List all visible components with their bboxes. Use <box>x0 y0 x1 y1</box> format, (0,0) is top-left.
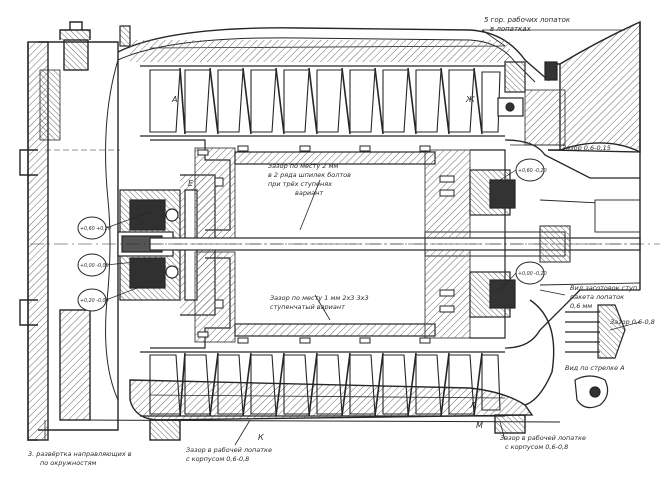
main-shaft <box>30 225 660 263</box>
callout-bottom-left: 3. развёртка направляющих в по окружност… <box>28 450 132 467</box>
callout-right-flange: Зазор 0,6-0,15 <box>562 144 611 152</box>
view-a-detail <box>565 304 641 409</box>
leader-lines <box>44 29 625 446</box>
callout-view-a: Вид по стрелке А <box>565 364 625 372</box>
callout-center-top-line4: вариант <box>295 189 323 197</box>
callout-bottom-center: Зазор в рабочей лопатке с корпусом 0,6-0… <box>186 446 272 463</box>
callout-bottom-right-line2: с корпусом 0,6-0,8 <box>505 443 568 451</box>
section-letter-m: М <box>476 421 483 430</box>
dim-tag-left-1: +0,60 +0,20 <box>80 226 111 232</box>
inlet-housing <box>19 21 120 441</box>
callout-bottom-center-line2: с корпусом 0,6-0,8 <box>186 455 249 463</box>
callout-center-mid: Зазор по месту 1 мм 2x3 3x3 ступенчатый … <box>270 294 369 311</box>
section-letter-e: E <box>188 179 194 188</box>
section-letter-a: A <box>171 95 177 104</box>
callout-top-right-line1: 5 гор. рабочих лопаток <box>484 16 571 24</box>
callout-center-mid-line1: Зазор по месту 1 мм 2x3 3x3 <box>270 294 369 302</box>
callout-right-lower-line1: Вид заготовок ступ. <box>570 284 639 292</box>
top-fittings <box>119 25 558 117</box>
callout-center-top-line3: при трёх ступенях <box>268 180 332 188</box>
callout-right-gap: Зазор 0,6-0,8 <box>610 318 655 326</box>
callout-bottom-center-line1: Зазор в рабочей лопатке <box>186 446 272 454</box>
callout-top-right-line2: в лопатках <box>490 25 532 33</box>
callout-right-lower-line2: пакета лопаток <box>570 293 624 301</box>
lower-blade-row <box>140 351 505 417</box>
bolts-row <box>197 145 455 344</box>
section-letter-l: Л <box>469 401 476 410</box>
callout-right-lower: Вид заготовок ступ. пакета лопаток 0,6 м… <box>570 284 639 310</box>
upper-blade-row <box>140 65 505 137</box>
outlet-diffuser <box>504 22 641 349</box>
dim-tag-right-top: +0,60 -0,20 <box>518 168 547 174</box>
callout-top-right: 5 гор. рабочих лопаток в лопатках <box>484 16 571 33</box>
callout-center-top: Зазор по месту 2 мм в 2 ряда шпилек болт… <box>268 162 351 197</box>
section-letter-k: К <box>258 433 264 442</box>
dim-tag-right-bottom: +0,00 -0,20 <box>518 271 547 277</box>
outer-casing-bottom <box>79 299 561 441</box>
section-letter-zh: Ж <box>465 95 475 104</box>
callout-bottom-right-line1: Зазор в рабочей лопатке <box>500 434 586 442</box>
callout-center-top-line1: Зазор по месту 2 мм <box>268 162 338 170</box>
callout-bottom-left-line2: по окружностям <box>40 459 97 467</box>
callout-center-mid-line2: ступенчатый вариант <box>270 303 345 311</box>
callout-bottom-right: Зазор в рабочей лопатке с корпусом 0,6-0… <box>500 434 586 451</box>
dimension-bubbles <box>77 158 545 312</box>
dim-tag-left-2: +0,00 -0,05 <box>80 263 109 269</box>
callout-bottom-left-line1: 3. развёртка направляющих в <box>28 450 132 458</box>
outer-casing-top <box>117 20 641 154</box>
dim-tag-left-3: +0,20 -0,04 <box>80 298 109 304</box>
callout-right-lower-line3: 0,6 мм <box>570 302 592 310</box>
callout-center-top-line2: в 2 ряда шпилек болтов <box>268 171 351 179</box>
